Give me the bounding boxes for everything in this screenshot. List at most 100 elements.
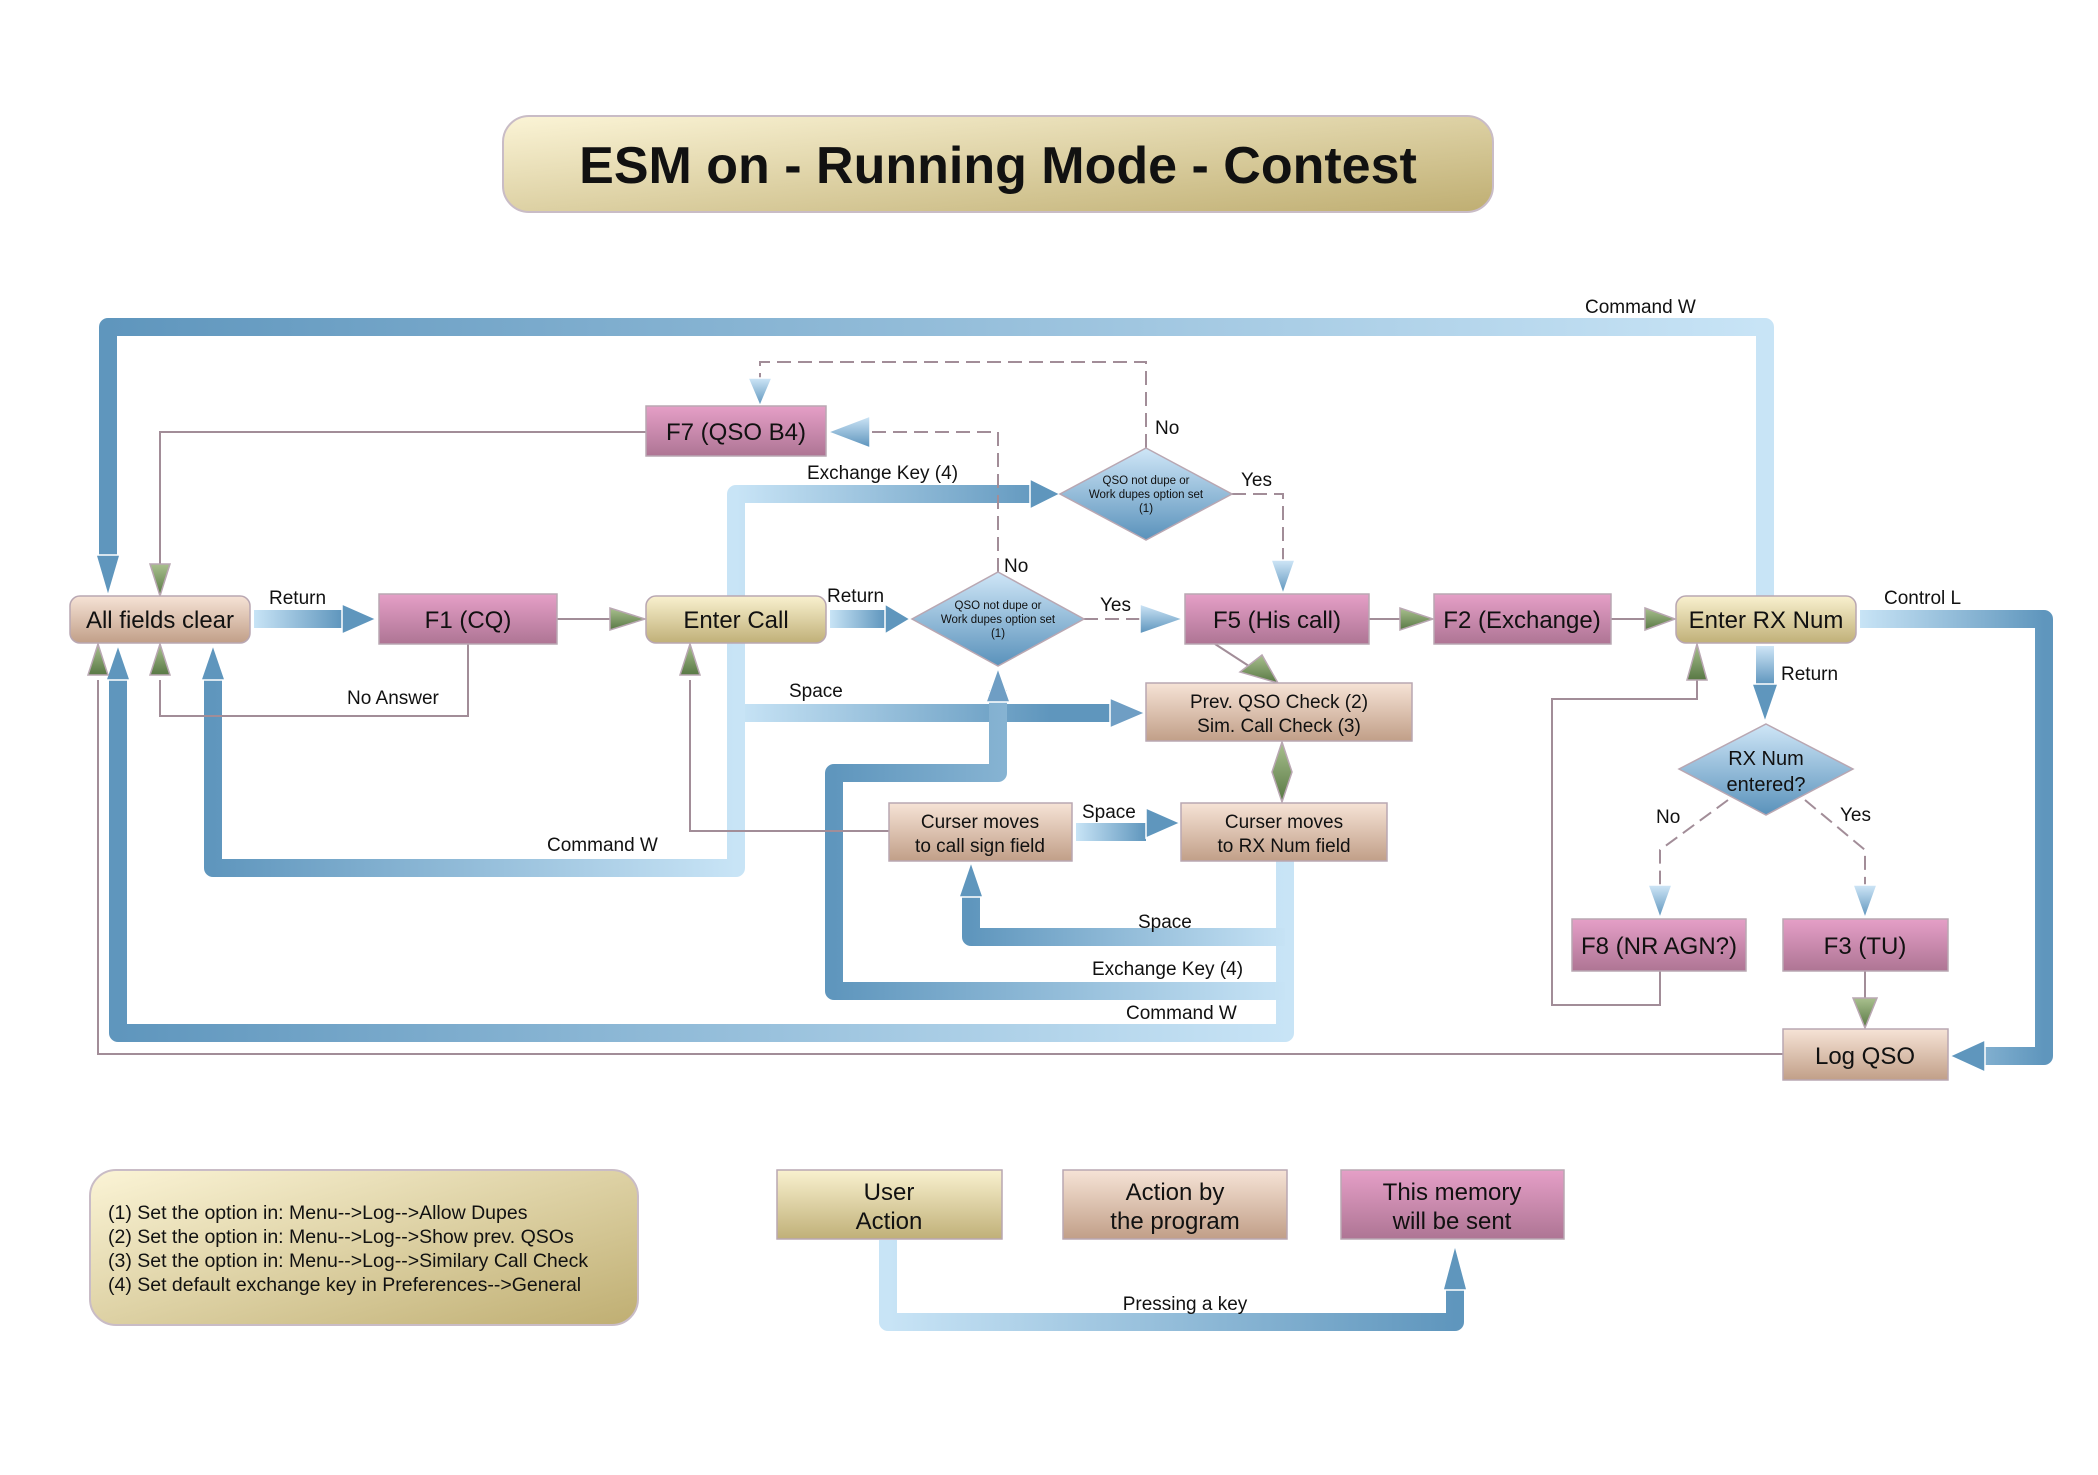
pipe-command-w-top xyxy=(99,318,1774,596)
label-yes-lower: Yes xyxy=(1100,595,1131,616)
decision-upper-line1: QSO not dupe or xyxy=(1103,475,1190,487)
arrow-f3-to-log xyxy=(1851,997,1879,1031)
decision-dupe-upper[interactable]: QSO not dupe or Work dupes option set (1… xyxy=(1058,447,1234,541)
label-rx-no: No xyxy=(1656,807,1680,828)
note-1: (1) Set the option in: Menu-->Log-->Allo… xyxy=(108,1202,528,1224)
arrow-f8-top xyxy=(1646,884,1674,921)
label-exchange-key-bottom: Exchange Key (4) xyxy=(1092,959,1243,980)
node-curser-call-line1: Curser moves xyxy=(921,812,1039,833)
node-f3[interactable]: F3 (TU) xyxy=(1782,918,1949,972)
arrow-f1-to-call xyxy=(609,606,648,632)
connectors xyxy=(97,361,1866,1055)
node-f8[interactable]: F8 (NR AGN?) xyxy=(1571,918,1747,972)
node-f5[interactable]: F5 (His call) xyxy=(1184,593,1370,645)
pipe-return-rx xyxy=(1756,646,1774,686)
decision-dupe-lower[interactable]: QSO not dupe or Work dupes option set (1… xyxy=(910,571,1086,667)
node-prev-qso-check[interactable]: Prev. QSO Check (2) Sim. Call Check (3) xyxy=(1145,682,1413,742)
line-no-answer xyxy=(159,644,469,717)
pipe-return-1 xyxy=(254,610,342,628)
node-log-qso[interactable]: Log QSO xyxy=(1782,1028,1949,1081)
node-f2-label: F2 (Exchange) xyxy=(1443,607,1600,634)
node-enter-rx-num-label: Enter RX Num xyxy=(1689,607,1844,634)
legend-program-line1: Action by xyxy=(1126,1179,1225,1206)
arrow-space-prev xyxy=(1109,696,1147,730)
label-no-lower: No xyxy=(1004,556,1028,577)
dash-lower-no xyxy=(870,431,999,572)
arrow-return-rx xyxy=(1750,683,1780,725)
arrow-up-clear-mid xyxy=(199,642,227,681)
decision-lower-line3: (1) xyxy=(991,628,1005,640)
label-control-l: Control L xyxy=(1884,588,1961,609)
note-3: (3) Set the option in: Menu-->Log-->Simi… xyxy=(108,1250,588,1272)
decision-upper-line3: (1) xyxy=(1139,503,1153,515)
arrow-down-clear-blue xyxy=(94,554,122,599)
arrow-f5-to-f2 xyxy=(1399,606,1436,632)
dash-upper-yes xyxy=(1232,493,1284,560)
node-curser-rx-line1: Curser moves xyxy=(1225,812,1343,833)
nodes: All fields clear F1 (CQ) Enter Call F7 (… xyxy=(69,405,1949,1081)
node-f7[interactable]: F7 (QSO B4) xyxy=(645,405,827,457)
arrow-f5-top xyxy=(1269,559,1297,597)
label-no-answer: No Answer xyxy=(347,688,440,709)
node-f3-label: F3 (TU) xyxy=(1824,933,1907,960)
arrow-return-1 xyxy=(341,602,378,636)
label-space-3: Space xyxy=(1138,912,1192,933)
pipe-control-l xyxy=(1860,610,2053,1065)
dash-rx-no xyxy=(1659,799,1729,885)
arrow-exchange-top xyxy=(1029,477,1062,511)
arrow-f7-left xyxy=(825,414,871,450)
arrow-prev-curser-double xyxy=(1271,739,1293,805)
node-curser-rx-num[interactable]: Curser moves to RX Num field xyxy=(1180,802,1388,862)
node-enter-call[interactable]: Enter Call xyxy=(645,595,827,644)
note-2: (2) Set the option in: Menu-->Log-->Show… xyxy=(108,1226,574,1248)
label-command-w-mid: Command W xyxy=(547,835,658,856)
pipe-space-curser xyxy=(1076,823,1146,841)
node-enter-rx-num[interactable]: Enter RX Num xyxy=(1675,595,1857,644)
decision-rx-line2: entered? xyxy=(1727,774,1806,796)
decision-rx-num-entered[interactable]: RX Num entered? xyxy=(1677,723,1855,816)
node-f7-label: F7 (QSO B4) xyxy=(666,419,806,446)
arrow-curser-to-call xyxy=(678,641,702,676)
decision-lower-line1: QSO not dupe or xyxy=(955,600,1042,612)
legend: Pressing a key User Action Action by the… xyxy=(776,1169,1565,1331)
arrow-up-lower-decision xyxy=(984,665,1012,703)
node-f5-label: F5 (His call) xyxy=(1213,607,1341,634)
label-command-w-bottom: Command W xyxy=(1126,1003,1237,1024)
line-f7-to-clear xyxy=(159,431,646,565)
node-all-fields-clear-label: All fields clear xyxy=(86,607,234,634)
legend-user-action: User Action xyxy=(776,1169,1003,1240)
node-f1[interactable]: F1 (CQ) xyxy=(378,593,558,645)
note-4: (4) Set default exchange key in Preferen… xyxy=(108,1274,581,1296)
arrow-up-clear-bottom xyxy=(104,642,132,681)
label-rx-yes: Yes xyxy=(1840,805,1871,826)
pipe-exchange-key-bottom xyxy=(825,690,1285,1000)
arrow-f2-to-rx xyxy=(1644,606,1678,632)
line-curser-to-enter-call xyxy=(689,680,889,832)
legend-user-line1: User xyxy=(864,1179,915,1206)
legend-user-line2: Action xyxy=(856,1208,923,1235)
node-f1-label: F1 (CQ) xyxy=(425,607,512,634)
node-curser-call-sign[interactable]: Curser moves to call sign field xyxy=(888,802,1073,862)
label-return-3: Return xyxy=(1781,664,1838,685)
decision-lower-line2: Work dupes option set xyxy=(941,614,1056,626)
node-curser-rx-line2: to RX Num field xyxy=(1217,836,1350,857)
label-return-2: Return xyxy=(827,586,884,607)
edge-labels: Return Return Return No Answer Command W… xyxy=(269,297,1961,1024)
node-prev-qso-line1: Prev. QSO Check (2) xyxy=(1190,692,1368,713)
legend-program-line2: the program xyxy=(1110,1208,1239,1235)
label-space-2: Space xyxy=(1082,802,1136,823)
node-f2[interactable]: F2 (Exchange) xyxy=(1433,593,1612,645)
arrow-f8-loop-to-rx xyxy=(1686,641,1708,681)
arrow-log-to-clear xyxy=(86,641,110,676)
dash-rx-yes xyxy=(1804,799,1866,885)
legend-program-action: Action by the program xyxy=(1062,1169,1288,1240)
legend-arrow-up-icon xyxy=(1442,1242,1468,1291)
arrow-f3-top xyxy=(1851,884,1879,921)
pipes xyxy=(99,318,2053,1065)
label-exchange-key-top: Exchange Key (4) xyxy=(807,463,958,484)
legend-memory-sent: This memory will be sent xyxy=(1340,1169,1565,1240)
arrow-no-answer xyxy=(148,641,172,676)
node-all-fields-clear[interactable]: All fields clear xyxy=(69,595,251,644)
label-command-w-top: Command W xyxy=(1585,297,1696,318)
